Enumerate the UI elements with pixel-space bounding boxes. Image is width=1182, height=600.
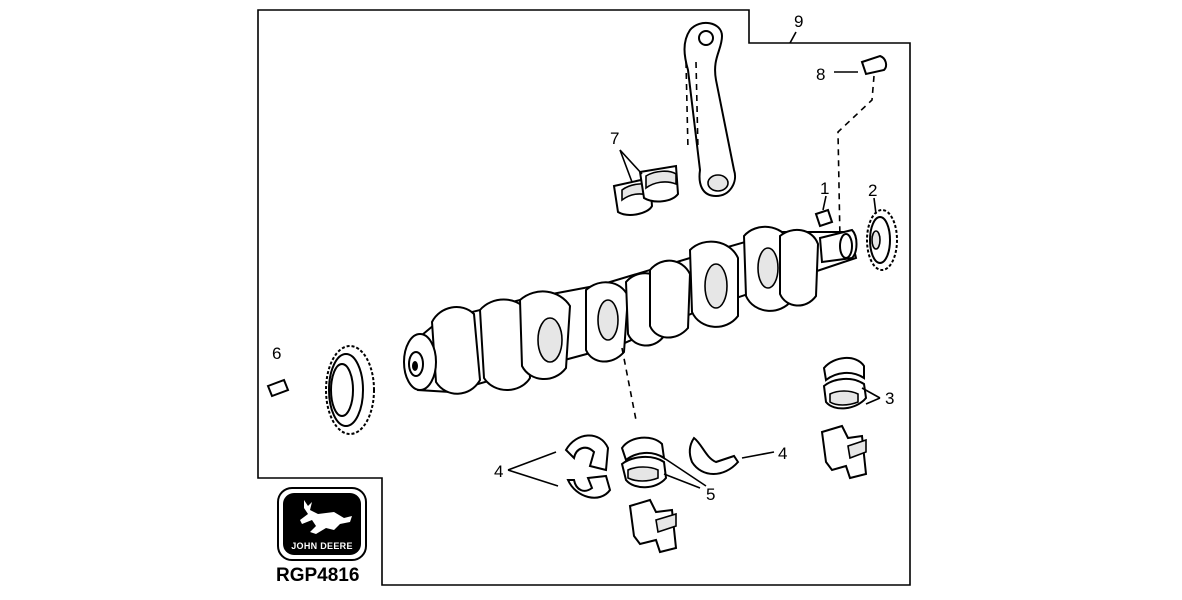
- figure-id: RGP4816: [276, 565, 360, 586]
- connecting-rod: [683, 21, 736, 198]
- diagram-border: [257, 9, 911, 586]
- dowel-pin: [266, 378, 290, 398]
- rod-bearing-halves: [612, 164, 680, 216]
- crankshaft-key: [814, 208, 834, 228]
- callout-4-left: 4: [494, 462, 503, 481]
- thrust-washer-right: [688, 436, 740, 475]
- thrust-bearing: [620, 436, 668, 489]
- callout-7: 7: [610, 129, 619, 148]
- callout-4-right: 4: [778, 444, 787, 463]
- callout-5: 5: [706, 485, 715, 504]
- thrust-washers-left: [564, 434, 612, 499]
- crankshaft-rear-gear: [325, 345, 375, 435]
- callout-9: 9: [794, 12, 803, 31]
- main-bearing-cap-right: [820, 424, 868, 480]
- leaping-deer-icon: [300, 500, 352, 534]
- callout-3: 3: [885, 389, 894, 408]
- callout-8: 8: [816, 65, 825, 84]
- callout-6: 6: [272, 344, 281, 363]
- main-bearing-cap-bottom: [628, 498, 678, 554]
- logo-text: JOHN DEERE: [291, 541, 353, 551]
- crankshaft-front-gear: [866, 209, 898, 271]
- callout-2: 2: [868, 181, 877, 200]
- main-bearing-halves: [822, 357, 868, 410]
- piston-cooling-nozzle: [837, 54, 888, 241]
- john-deere-logo: JOHN DEERE: [277, 487, 367, 561]
- callout-1: 1: [820, 179, 829, 198]
- leader-lines: [507, 31, 881, 489]
- crankshaft: [403, 225, 858, 421]
